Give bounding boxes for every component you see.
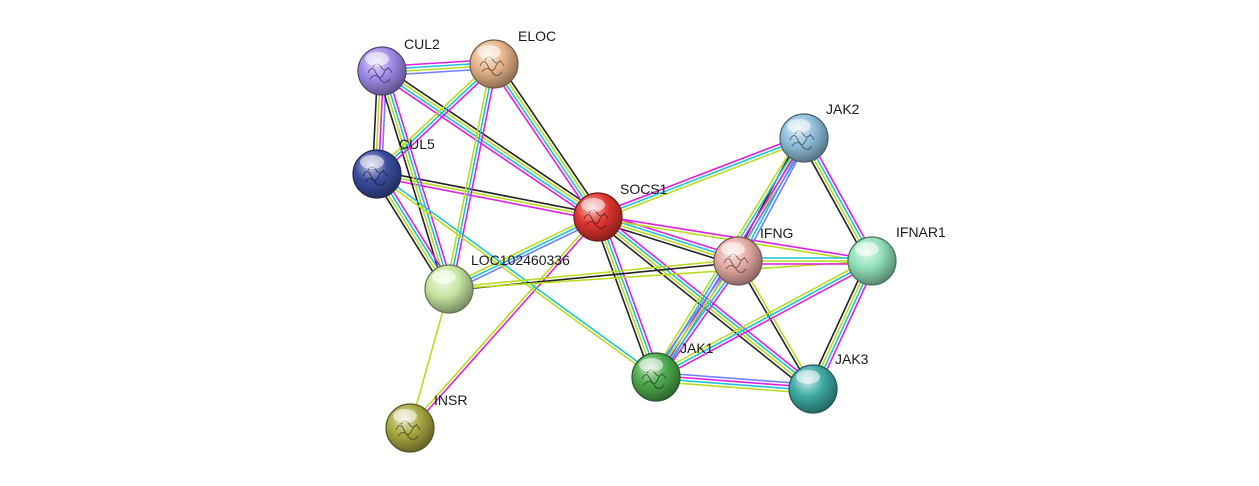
node-jak1[interactable]: JAK1 xyxy=(631,340,714,402)
edge-evidence-textmining xyxy=(448,258,739,289)
edge-loc102460336-ifnar1[interactable] xyxy=(448,260,873,290)
node-label: CUL2 xyxy=(404,36,440,52)
edge-evidence-textmining xyxy=(448,260,873,290)
edge-evidence-textmining xyxy=(598,140,806,221)
node-label: CUL5 xyxy=(399,136,435,152)
edge-evidence-textmining xyxy=(595,216,656,379)
node-label: INSR xyxy=(434,392,467,408)
edge-evidence-coexpression xyxy=(376,170,600,215)
node-label: IFNG xyxy=(760,225,793,241)
node-socs1[interactable]: SOCS1 xyxy=(573,181,668,242)
node-highlight xyxy=(365,52,389,66)
node-highlight xyxy=(721,242,745,256)
edge-evidence-coexpression xyxy=(383,66,602,215)
edge-cul2-loc102460336[interactable] xyxy=(376,68,455,292)
edge-evidence-textmining xyxy=(654,380,814,395)
node-insr[interactable]: INSR xyxy=(385,392,467,453)
edge-evidence-textmining xyxy=(596,217,813,391)
edge-evidence-textmining xyxy=(446,213,598,288)
edge-evidence-textmining xyxy=(375,174,656,380)
edge-jak1-jak3[interactable] xyxy=(654,371,815,395)
edge-evidence-experimental xyxy=(410,217,600,430)
edge-evidence-database xyxy=(491,64,598,219)
edge-evidence-experimental xyxy=(601,214,662,377)
edge-evidence-database xyxy=(380,71,598,220)
node-label: SOCS1 xyxy=(620,181,668,197)
node-highlight xyxy=(581,198,605,212)
edge-evidence-database xyxy=(377,171,658,377)
edge-evidence-database xyxy=(655,260,873,378)
node-eloc[interactable]: ELOC xyxy=(469,28,556,89)
edge-socs1-jak1[interactable] xyxy=(592,214,662,380)
edge-evidence-coexpression xyxy=(592,217,653,380)
node-jak3[interactable]: JAK3 xyxy=(788,351,869,414)
node-highlight xyxy=(639,358,663,372)
edge-socs1-loc102460336[interactable] xyxy=(446,213,601,293)
node-label: JAK3 xyxy=(835,351,869,367)
node-highlight xyxy=(393,409,417,423)
edge-ifnar1-jak1[interactable] xyxy=(653,257,875,381)
node-label: ELOC xyxy=(518,28,556,44)
edge-evidence-textmining xyxy=(494,62,601,217)
edge-evidence-experimental xyxy=(378,65,497,177)
edge-evidence-textmining xyxy=(445,62,492,290)
node-cul5[interactable]: CUL5 xyxy=(352,136,435,199)
node-highlight xyxy=(477,45,501,59)
node-highlight xyxy=(855,242,879,256)
edge-socs1-jak2[interactable] xyxy=(596,134,806,221)
node-ifng[interactable]: IFNG xyxy=(713,225,793,286)
edge-evidence-textmining xyxy=(379,70,449,291)
edge-evidence-database xyxy=(382,69,452,290)
edge-socs1-cul2[interactable] xyxy=(378,66,602,222)
node-ifnar1[interactable]: IFNAR1 xyxy=(847,224,946,286)
edge-evidence-experimental xyxy=(596,134,804,215)
edge-socs1-insr[interactable] xyxy=(408,215,600,430)
edge-evidence-database xyxy=(598,215,659,378)
node-label: JAK1 xyxy=(680,340,714,356)
node-highlight xyxy=(796,370,820,384)
edge-evidence-textmining xyxy=(374,61,493,173)
edge-evidence-experimental xyxy=(489,65,596,221)
edge-evidence-experimental xyxy=(385,68,455,289)
edge-ifng-jak3[interactable] xyxy=(735,259,816,391)
edge-evidence-textmining xyxy=(653,257,872,376)
edge-evidence-experimental xyxy=(375,176,599,221)
edge-evidence-homology xyxy=(655,371,815,386)
node-highlight xyxy=(360,155,384,169)
edge-evidence-experimental xyxy=(656,262,875,381)
edge-evidence-database xyxy=(448,63,495,290)
edge-evidence-database xyxy=(376,63,495,175)
node-highlight xyxy=(787,119,811,133)
edge-evidence-textmining xyxy=(738,259,816,390)
node-jak2[interactable]: JAK2 xyxy=(779,101,860,163)
edge-evidence-experimental xyxy=(451,63,498,291)
edge-evidence-coexpression xyxy=(496,60,603,216)
node-cul2[interactable]: CUL2 xyxy=(357,36,440,96)
edge-cul5-jak1[interactable] xyxy=(375,171,658,380)
edge-eloc-cul5[interactable] xyxy=(374,61,497,177)
edge-evidence-textmining xyxy=(408,215,598,428)
node-loc102460336[interactable]: LOC102460336 xyxy=(424,252,570,314)
edge-evidence-textmining xyxy=(382,68,600,217)
edge-evidence-database xyxy=(448,216,599,290)
edge-socs1-eloc[interactable] xyxy=(489,60,603,221)
edge-evidence-database xyxy=(655,377,814,392)
edge-evidence-experimental xyxy=(378,73,597,222)
edge-evidence-coexpression xyxy=(735,260,813,391)
node-label: LOC102460336 xyxy=(471,252,570,268)
edge-evidence-database xyxy=(597,137,805,218)
edge-evidence-experimental xyxy=(655,374,814,389)
edge-eloc-loc102460336[interactable] xyxy=(445,62,498,291)
edge-evidence-homology xyxy=(449,218,601,293)
node-label: IFNAR1 xyxy=(896,224,946,240)
node-highlight xyxy=(432,270,456,284)
node-label: JAK2 xyxy=(826,101,860,117)
edge-evidence-coexpression xyxy=(376,71,446,292)
edge-evidence-coexpression xyxy=(594,219,811,394)
